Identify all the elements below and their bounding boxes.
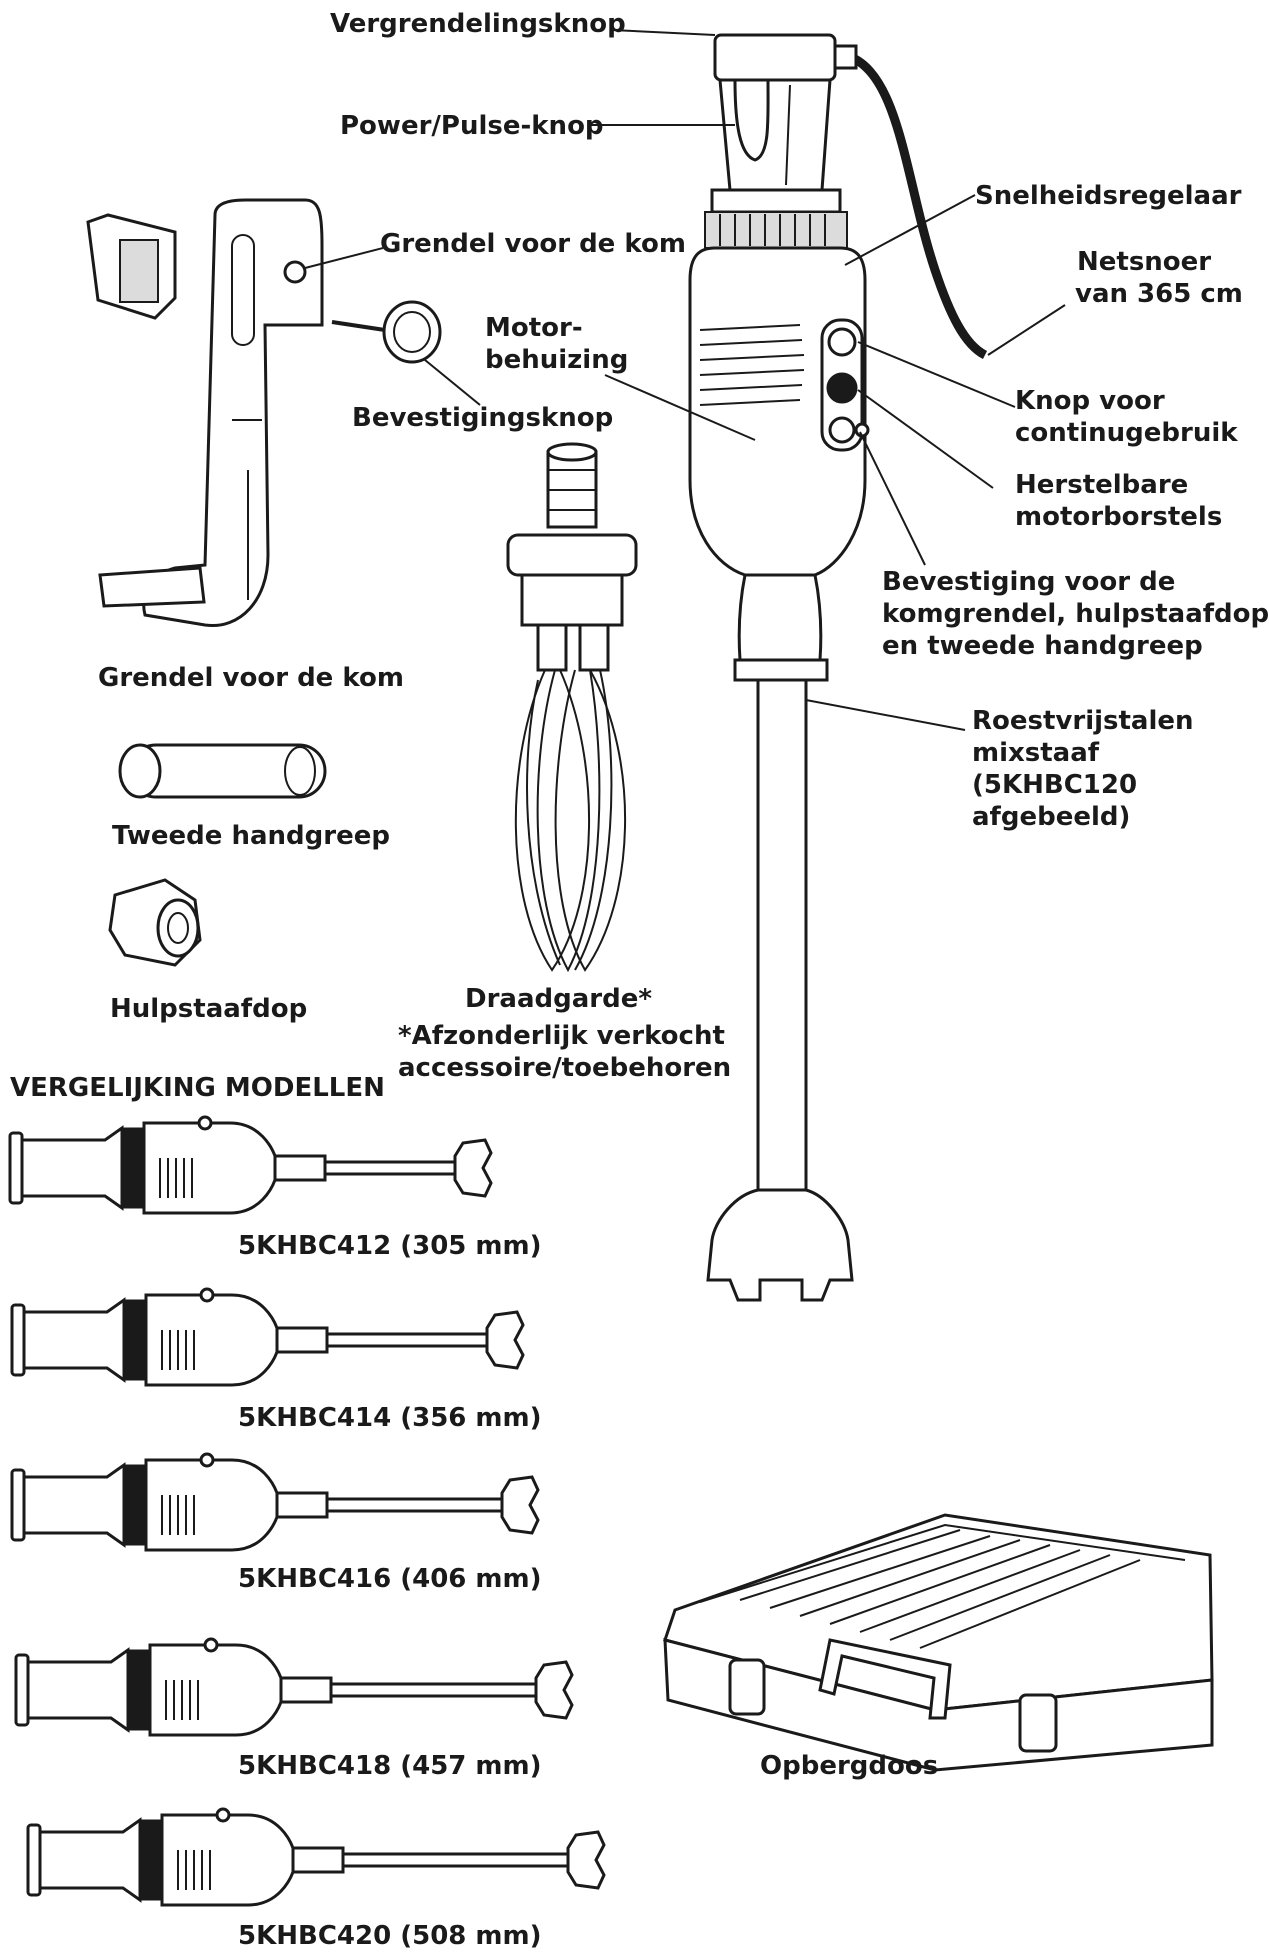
comparison-heading: VERGELIJKING MODELLEN	[10, 1073, 385, 1103]
model-blender-side-view	[10, 1452, 540, 1552]
model-blender-side-view	[14, 1637, 574, 1737]
label-shaft-4: afgebeeld)	[972, 802, 1131, 832]
label-motor-brushes-1: Herstelbare	[1015, 470, 1189, 500]
case-handle	[818, 1638, 952, 1720]
vent-slots	[699, 324, 805, 406]
model-name-2: 5KHBC414 (356 mm)	[238, 1403, 542, 1433]
shaft-shape	[756, 678, 808, 1192]
label-bowl-clamp-pin: Grendel voor de kom	[380, 229, 686, 259]
model-blender-side-view	[26, 1807, 606, 1907]
label-continuous-button-1: Knop voor	[1015, 386, 1165, 416]
blade-guard	[706, 1188, 854, 1302]
model-blender-side-view	[8, 1115, 493, 1215]
label-whisk-note-1: *Afzonderlijk verkocht	[398, 1021, 725, 1051]
label-power-cord-1: Netsnoer	[1077, 247, 1212, 277]
leader-lines	[304, 29, 1066, 731]
label-mount-point-3: en tweede handgreep	[882, 631, 1203, 661]
brushes-cap	[828, 416, 856, 444]
label-storage-case: Opbergdoos	[760, 1751, 939, 1781]
label-second-handle: Tweede handgreep	[112, 821, 390, 851]
label-lock-button: Vergrendelingsknop	[330, 9, 626, 39]
label-aux-cap: Hulpstaafdop	[110, 994, 308, 1024]
case-latch-left	[728, 1658, 766, 1716]
model-name-3: 5KHBC416 (406 mm)	[238, 1564, 542, 1594]
illustration: .o { fill:#fff; stroke:#1a1a1a; stroke-w…	[8, 29, 1214, 1907]
label-mounting-knob: Bevestigingsknop	[352, 403, 614, 433]
mounting-knob-illustration	[331, 300, 442, 364]
power-pulse-shape	[733, 78, 770, 162]
label-power-pulse: Power/Pulse-knop	[340, 111, 604, 141]
motor-housing-shape	[688, 246, 867, 577]
label-motor-housing-1: Motor-	[485, 313, 583, 343]
case-latch-right	[1018, 1693, 1058, 1753]
label-motor-brushes-2: motorborstels	[1015, 502, 1223, 532]
model-name-4: 5KHBC418 (457 mm)	[238, 1751, 542, 1781]
label-mount-point-2: komgrendel, hulpstaafdop	[882, 599, 1269, 629]
label-motor-housing-2: behuizing	[485, 345, 629, 375]
lock-button-shape	[713, 33, 837, 82]
label-shaft-2: mixstaaf	[972, 738, 1100, 768]
label-mount-point-1: Bevestiging voor de	[882, 567, 1176, 597]
main-blender	[688, 33, 988, 1302]
cord-strain-relief	[832, 44, 858, 70]
label-speed-control: Snelheidsregelaar	[975, 181, 1242, 211]
speed-control-shape	[704, 211, 848, 249]
second-handle-illustration	[118, 743, 327, 799]
model-name-1: 5KHBC412 (305 mm)	[238, 1231, 542, 1261]
label-shaft-3: (5KHBC120	[972, 770, 1138, 800]
continuous-button-shape	[826, 372, 858, 404]
speed-indicator	[827, 327, 857, 357]
label-whisk: Draadgarde*	[465, 984, 652, 1014]
model-comparison-illustrations	[8, 1115, 606, 1907]
model-blender-side-view	[10, 1287, 525, 1387]
label-shaft-1: Roestvrijstalen	[972, 706, 1194, 736]
power-cord	[843, 50, 988, 360]
storage-case-illustration	[663, 1513, 1214, 1772]
label-power-cord-2: van 365 cm	[1075, 279, 1243, 309]
label-whisk-note-2: accessoire/toebehoren	[398, 1053, 732, 1083]
aux-cap-illustration	[108, 878, 202, 967]
label-continuous-button-2: continugebruik	[1015, 418, 1238, 448]
bowl-clamp-illustration	[86, 198, 324, 628]
model-name-5: 5KHBC420 (508 mm)	[238, 1921, 542, 1951]
label-bowl-clamp: Grendel voor de kom	[98, 663, 404, 693]
whisk-illustration	[506, 442, 638, 973]
